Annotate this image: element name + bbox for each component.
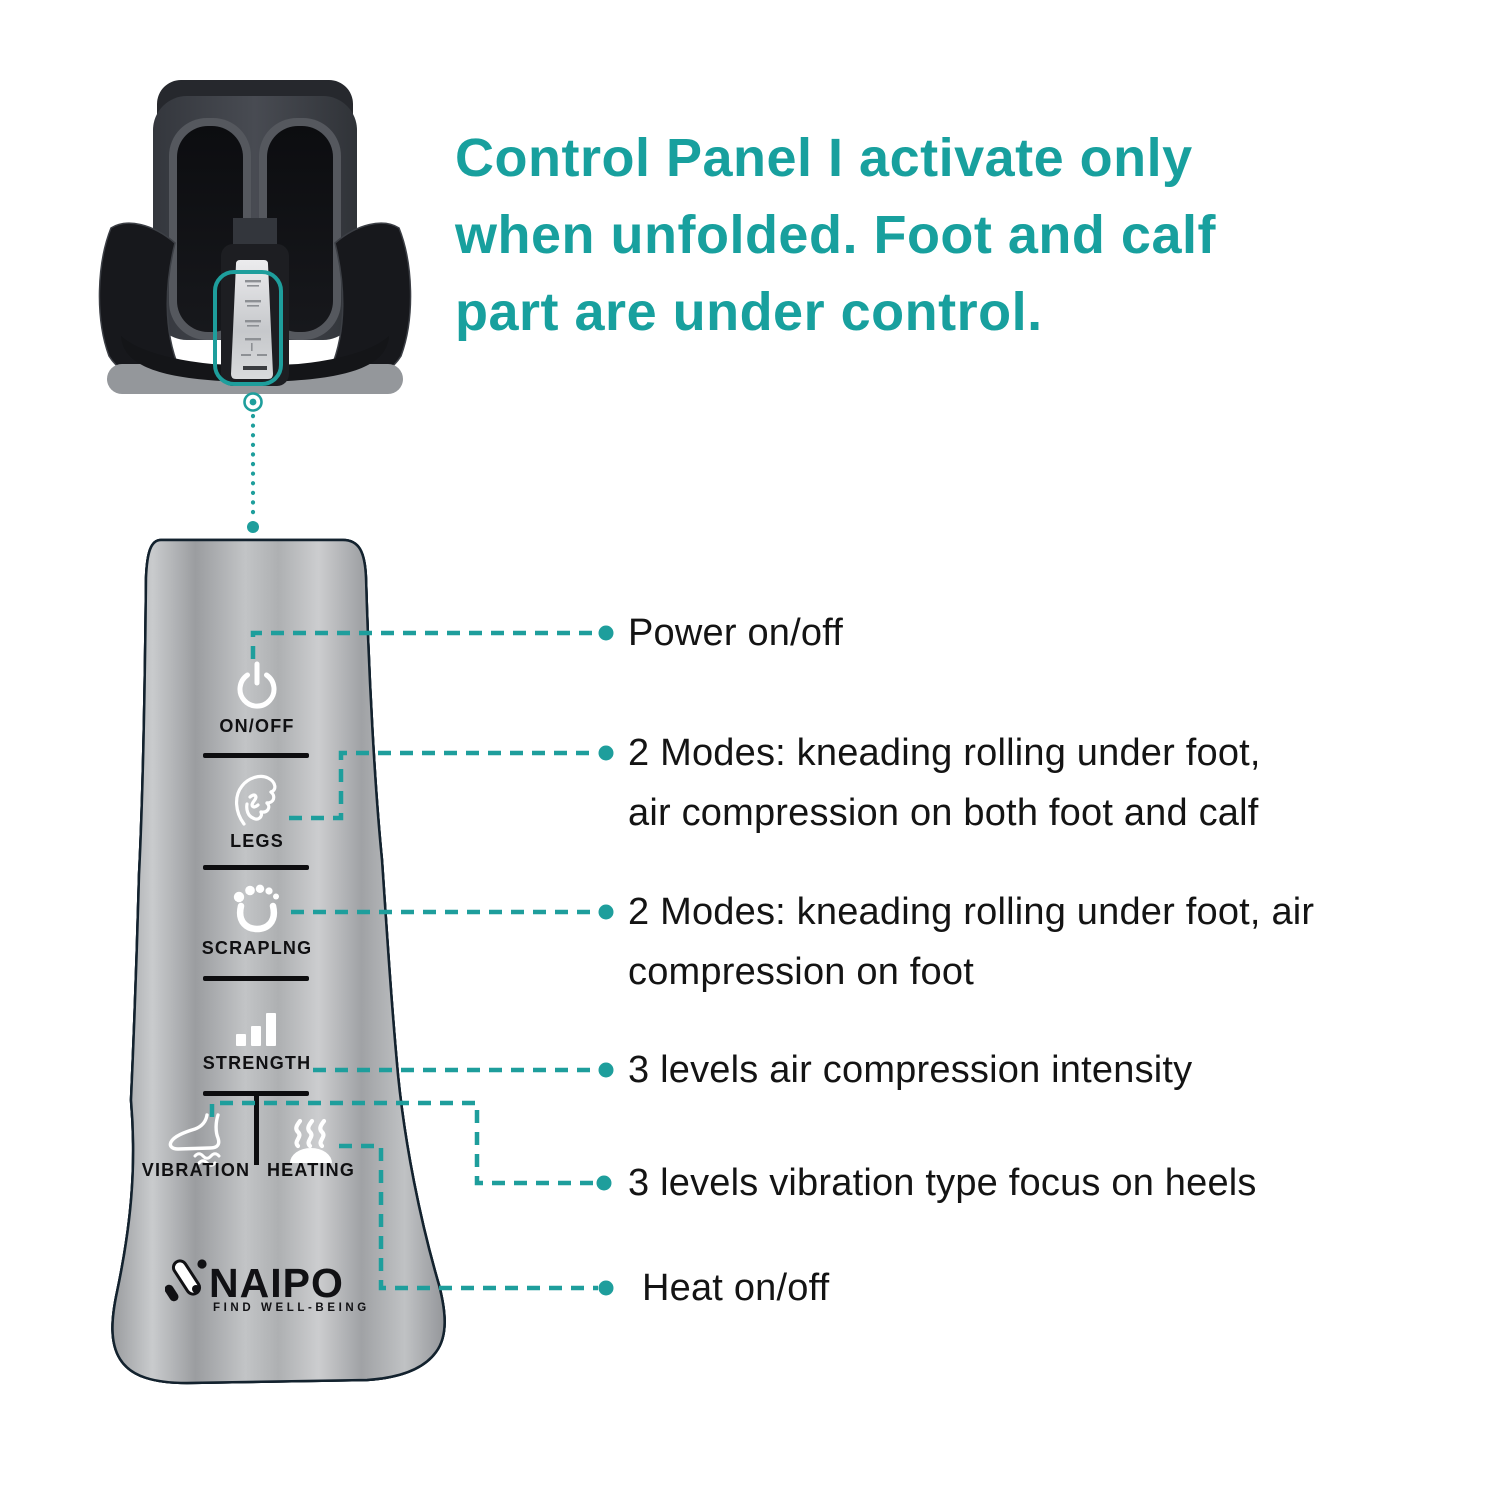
foot-massager-product-image (98, 80, 412, 394)
annotation-legs-line1: 2 Modes: kneading rolling under foot, (628, 732, 1261, 774)
panel-divider-1 (203, 753, 309, 758)
brand-logo-icon (165, 1259, 207, 1302)
vibration-foot-icon (168, 1113, 221, 1167)
annotation-power-line1: Power on/off (628, 612, 844, 654)
massage-hand-icon (235, 774, 277, 826)
panel-divider-3 (203, 976, 309, 981)
annotation-scraplng-line2: compression on foot (628, 951, 974, 993)
annotation-heating-line1: Heat on/off (642, 1267, 830, 1309)
brand-name: NAIPO (209, 1260, 344, 1306)
annotation-legs-line2: air compression on both foot and calf (628, 792, 1259, 834)
annotation-scraplng: 2 Modes: kneading rolling under foot, ai… (628, 882, 1314, 1002)
annotation-strength-line1: 3 levels air compression intensity (628, 1049, 1193, 1091)
brand-tagline: FIND WELL-BEING (213, 1302, 370, 1314)
page-title-line3: part are under control. (455, 282, 1043, 342)
foot-sole-icon (233, 884, 279, 933)
annotation-vibration-line1: 3 levels vibration type focus on heels (628, 1162, 1257, 1204)
heating-icon (290, 1118, 332, 1163)
annotation-legs: 2 Modes: kneading rolling under foot, ai… (628, 723, 1261, 843)
button-label-legs: LEGS (230, 831, 284, 851)
strength-bars-icon (236, 1013, 276, 1046)
annotation-vibration: 3 levels vibration type focus on heels (628, 1153, 1257, 1213)
annotation-scraplng-line1: 2 Modes: kneading rolling under foot, ai… (628, 891, 1315, 933)
connector-end-dots (596, 625, 614, 1296)
button-label-heating: HEATING (266, 1160, 356, 1180)
panel-divider-2 (203, 865, 309, 870)
annotation-heating: Heat on/off (642, 1258, 829, 1318)
page-title-line2: when unfolded. Foot and calf (455, 205, 1216, 265)
control-strip (231, 260, 273, 379)
annotation-strength: 3 levels air compression intensity (628, 1040, 1192, 1100)
page-title: Control Panel I activate only when unfol… (455, 120, 1395, 351)
panel-divider-stem (254, 1091, 259, 1165)
front-apron (121, 336, 389, 382)
control-panel: ON/OFF LEGS SCRAPLNG (75, 530, 475, 1395)
page-title-line1: Control Panel I activate only (455, 128, 1193, 188)
annotation-power: Power on/off (628, 603, 843, 663)
button-label-scraplng: SCRAPLNG (201, 938, 313, 958)
power-icon (237, 661, 277, 709)
button-label-strength: STRENGTH (202, 1053, 312, 1073)
button-label-onoff: ON/OFF (219, 716, 295, 736)
